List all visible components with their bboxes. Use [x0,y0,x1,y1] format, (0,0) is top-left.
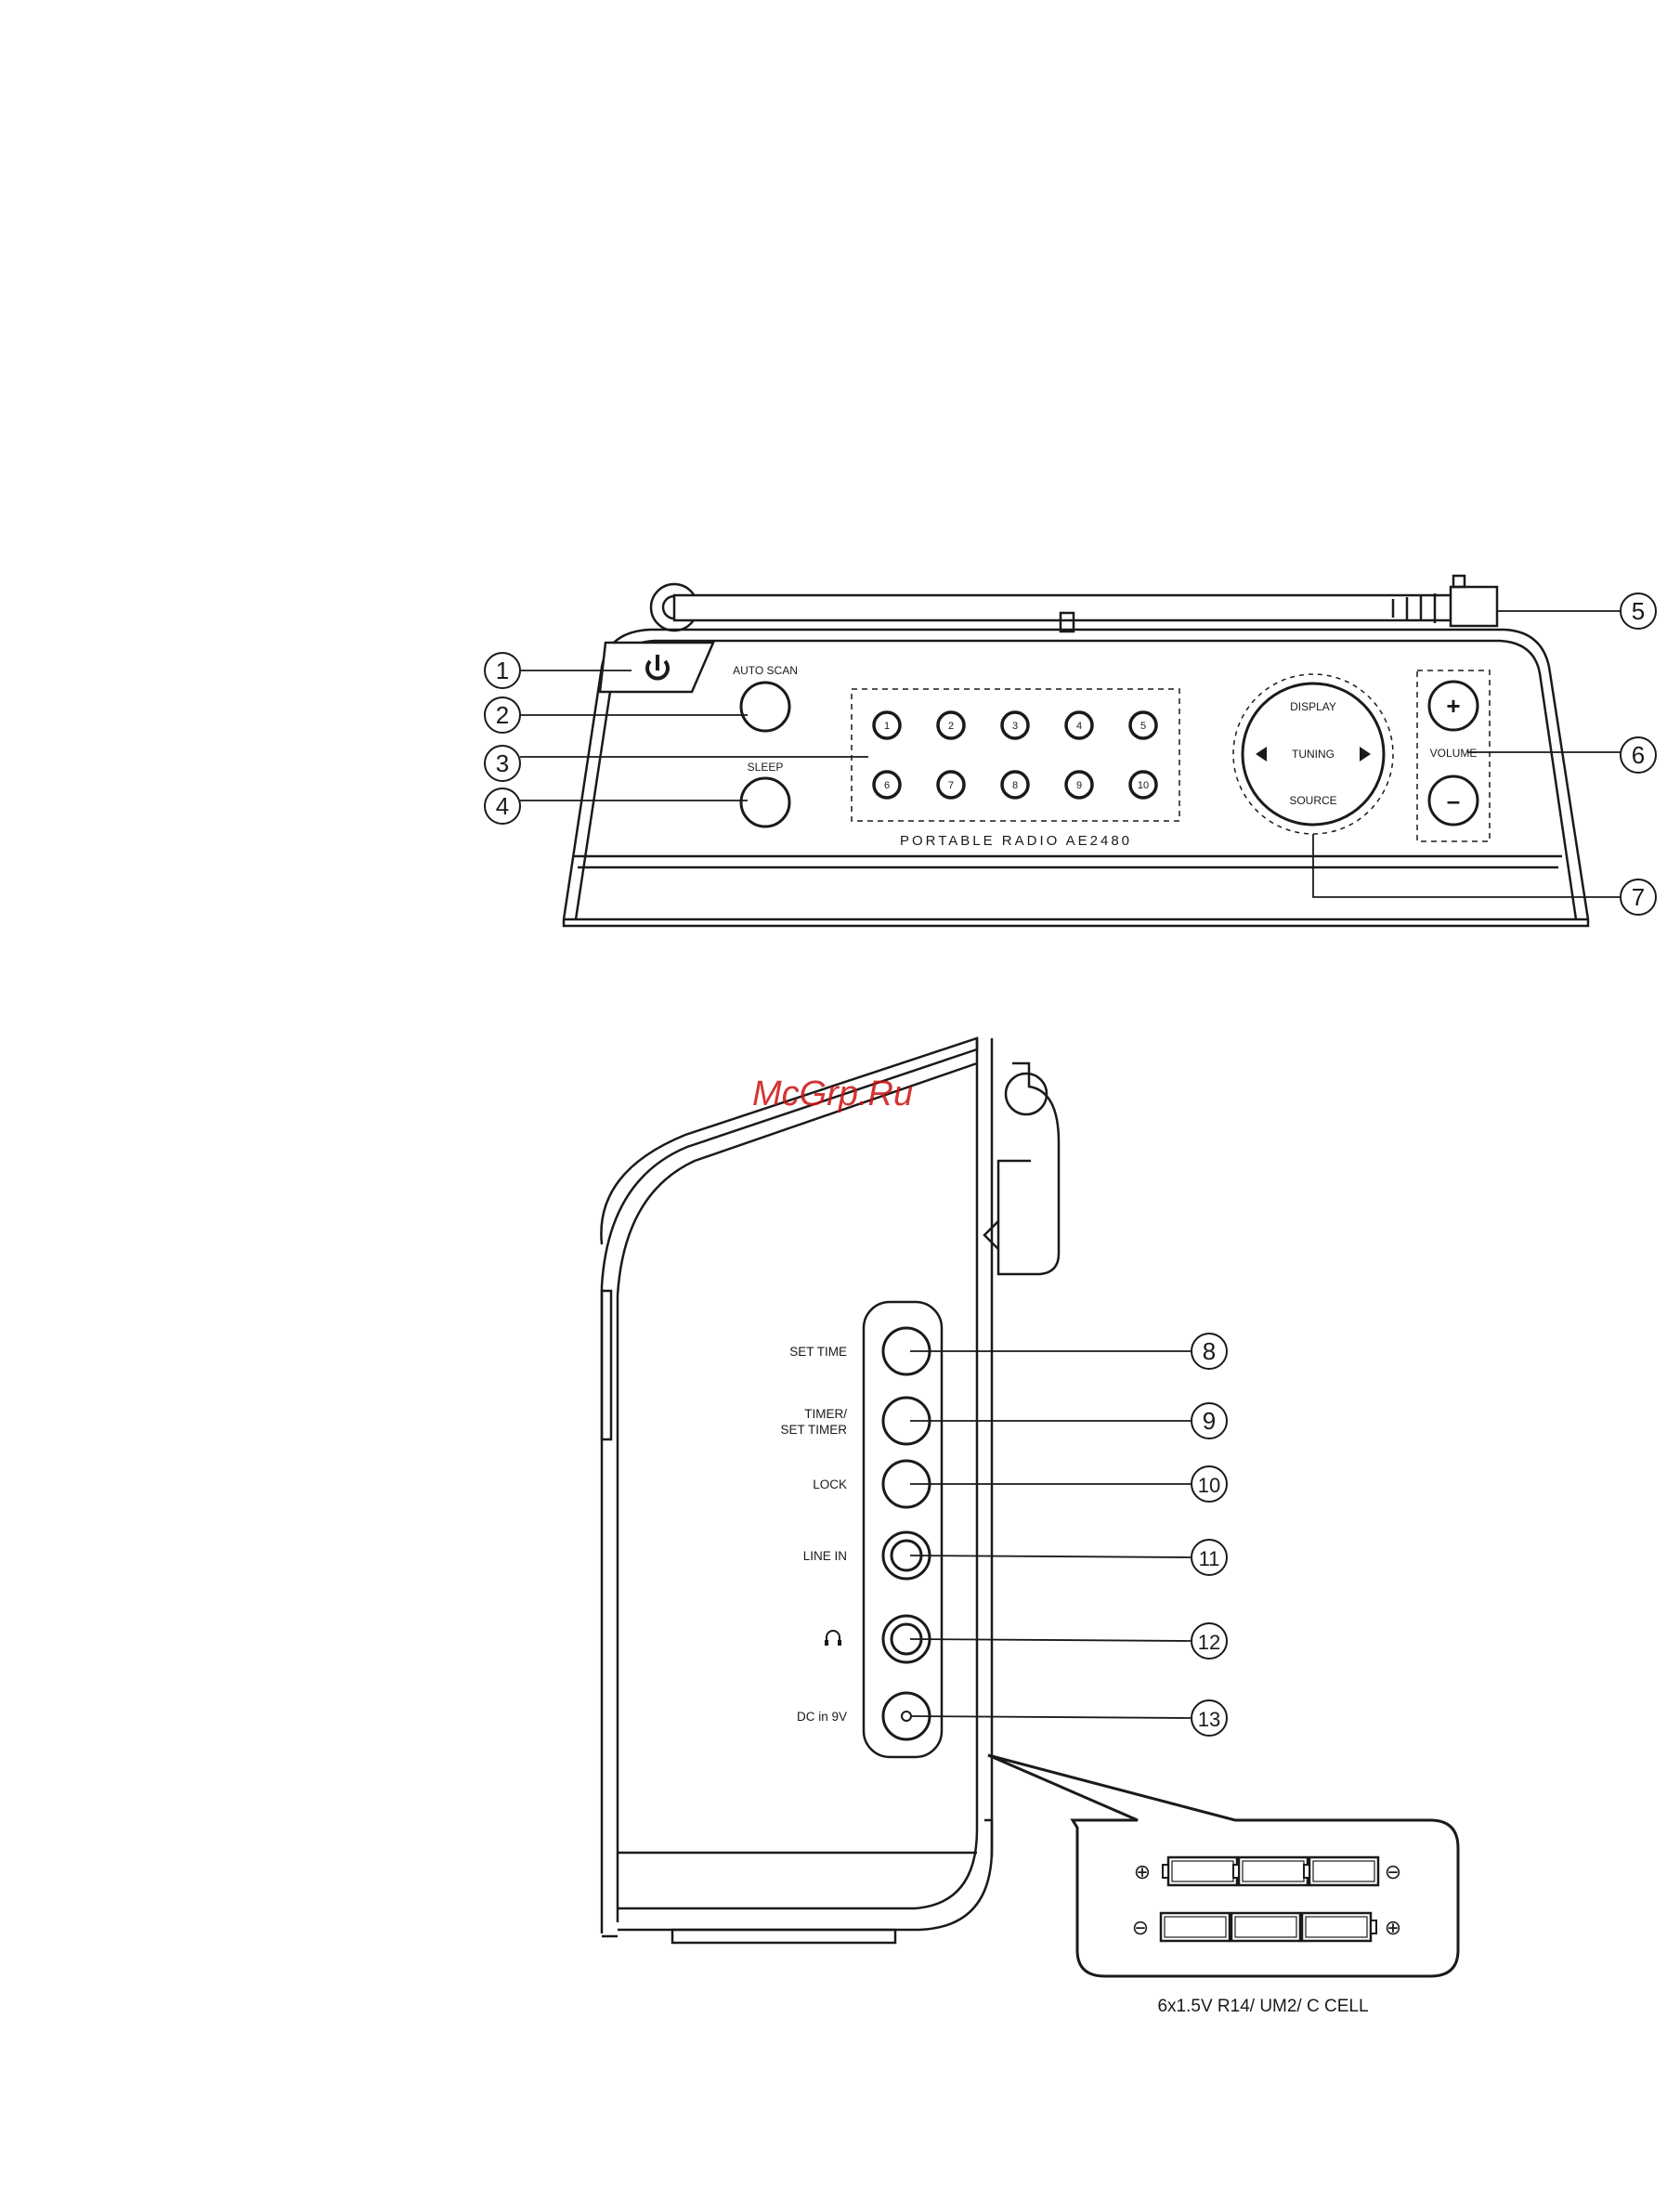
watermark: McGrp.Ru [752,1074,913,1113]
preset-button-7[interactable]: 7 [938,772,964,798]
preset-button-9[interactable]: 9 [1066,772,1092,798]
volume-up-button[interactable]: + [1429,682,1478,730]
callout-9: 9 [910,1403,1227,1438]
battery-cell [1233,1857,1308,1885]
callout-4: 4 [485,788,748,824]
minus-terminal-icon: ⊖ [1132,1916,1149,1939]
preset-label: 10 [1138,780,1149,791]
callout-10: 10 [910,1466,1227,1502]
callout-number: 13 [1198,1708,1220,1731]
preset-label: 3 [1012,721,1018,732]
side-control-1[interactable]: SET TIME [789,1328,930,1374]
preset-button-5[interactable]: 5 [1130,712,1156,738]
callout-12: 12 [910,1623,1227,1659]
preset-button-1[interactable]: 1 [874,712,900,738]
model-text: PORTABLE RADIO AE2480 [900,833,1132,849]
battery-cell [1231,1913,1306,1941]
callout-number: 7 [1632,883,1645,911]
sleep-button[interactable]: SLEEP [741,761,789,827]
source-label: SOURCE [1289,794,1336,807]
side-control-label: TIMER/SET TIMER [780,1407,847,1437]
preset-label: 1 [884,721,890,732]
auto-scan-button[interactable]: AUTO SCAN [733,664,798,731]
preset-label: 9 [1076,780,1082,791]
volume-up-glyph: + [1446,692,1460,720]
callout-number: 6 [1632,741,1645,769]
headphones-icon [825,1631,841,1646]
leader-line [1313,834,1621,897]
preset-button-3[interactable]: 3 [1002,712,1028,738]
callout-number: 10 [1198,1474,1220,1497]
preset-button-4[interactable]: 4 [1066,712,1092,738]
side-control-label: DC in 9V [797,1710,847,1724]
callout-2: 2 [485,697,748,733]
callout-number: 11 [1199,1547,1220,1570]
callout-number: 3 [496,749,509,777]
battery-cell [1163,1857,1237,1885]
callout-number: 5 [1632,597,1645,625]
preset-label: 8 [1012,780,1018,791]
leader-line [910,1556,1191,1557]
volume-down-glyph: – [1447,787,1460,814]
callout-5: 5 [1497,593,1656,629]
battery-cell [1161,1913,1235,1941]
plus-terminal-icon: ⊕ [1385,1916,1401,1939]
telescopic-antenna [651,576,1497,631]
side-control-label: SET TIME [789,1345,847,1359]
display-label: DISPLAY [1290,700,1336,713]
dc-pin [902,1712,911,1721]
callout-11: 11 [910,1540,1227,1575]
preset-button-10[interactable]: 10 [1130,772,1156,798]
battery-compartment-callout: ⊕ ⊖ ⊖ ⊕ 6x1.5V R14/ UM2/ C CELL [988,1755,1458,2016]
plus-terminal-icon: ⊕ [1134,1860,1151,1883]
preset-label: 2 [948,721,954,732]
leader-line [910,1716,1191,1718]
preset-label: 5 [1140,721,1146,732]
callout-number: 9 [1203,1407,1216,1435]
preset-label: 4 [1076,721,1082,732]
battery-cell [1302,1913,1376,1941]
preset-button-8[interactable]: 8 [1002,772,1028,798]
battery-cell [1304,1857,1378,1885]
leader-line [910,1639,1191,1641]
callout-13: 13 [910,1700,1227,1736]
callout-number: 2 [496,701,509,729]
battery-caption: 6x1.5V R14/ UM2/ C CELL [1157,1997,1368,2016]
tuning-label: TUNING [1292,748,1335,761]
tuning-dial[interactable]: DISPLAY TUNING SOURCE [1233,674,1393,834]
front-view: AUTO SCAN SLEEP 1 2 3 4 5 6 7 8 9 10 DISPLAY TUNI… [485,576,1656,926]
preset-buttons: 1 2 3 4 5 6 7 8 9 10 [874,712,1156,798]
side-control-label: LINE IN [803,1549,847,1563]
preset-label: 7 [948,780,954,791]
auto-scan-label: AUTO SCAN [733,664,798,677]
minus-terminal-icon: ⊖ [1385,1860,1401,1883]
side-control-label: LOCK [813,1478,847,1491]
volume-label: VOLUME [1430,747,1478,760]
preset-label: 6 [884,780,890,791]
callout-number: 1 [496,657,509,684]
callout-7: 7 [1313,834,1656,915]
preset-button-6[interactable]: 6 [874,772,900,798]
sleep-label: SLEEP [748,761,784,774]
callout-8: 8 [910,1334,1227,1369]
callout-number: 8 [1203,1337,1216,1365]
callout-number: 4 [496,792,509,820]
volume-down-button[interactable]: – [1429,776,1478,825]
callout-3: 3 [485,746,868,781]
callout-number: 12 [1198,1631,1220,1654]
side-control-2[interactable]: TIMER/SET TIMER [780,1398,930,1444]
power-button-panel[interactable] [600,643,713,692]
preset-button-2[interactable]: 2 [938,712,964,738]
preset-group-outline [852,689,1179,821]
